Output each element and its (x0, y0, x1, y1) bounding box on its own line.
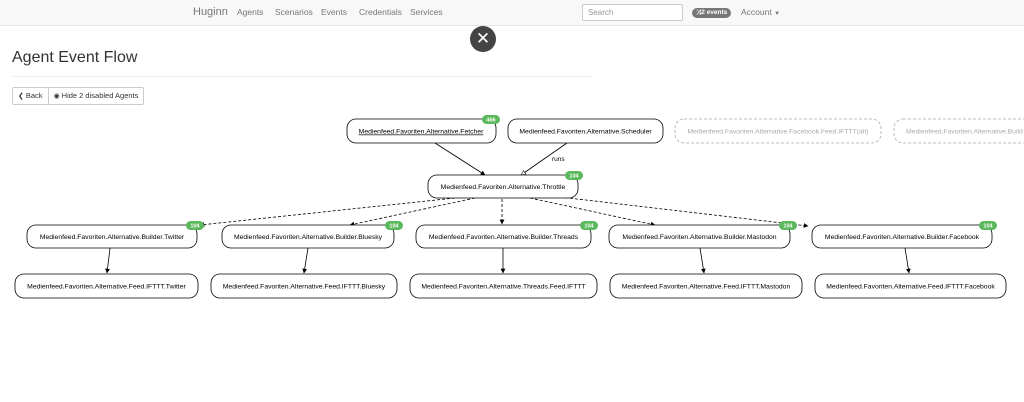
caret-down-icon: ▼ (774, 11, 781, 17)
search-input[interactable] (582, 4, 683, 21)
agent-node-label: Medienfeed.Favoriten.Alternative.Feed.IF… (223, 284, 386, 291)
event-count-badge-text: 104 (783, 224, 793, 230)
agent-node-feed-mastodon[interactable]: Medienfeed.Favoriten.Alternative.Feed.IF… (609, 273, 803, 299)
edge-label-runs: runs (552, 156, 565, 163)
agent-node-label: Medienfeed.Favoriten.Alternative.Builder… (825, 234, 980, 241)
hide-disabled-label: Hide 2 disabled Agents (61, 91, 139, 100)
nav-credentials[interactable]: Credentials (359, 7, 402, 17)
edge-builder-facebook-feed (904, 247, 911, 274)
agent-node-builder-facebook[interactable]: Medienfeed.Favoriten.Alternative.Builder… (811, 221, 997, 249)
shuffle-icon: ⤨ (696, 9, 702, 16)
event-count-badge-text: 104 (983, 224, 993, 230)
agent-node-label: Medienfeed.Favoriten.Alternative.Builder… (429, 234, 579, 241)
agent-node-scheduler[interactable]: Medienfeed.Favoriten.Alternative.Schedul… (507, 118, 664, 144)
event-count-badge (482, 115, 500, 124)
agent-node-label: Medienfeed.Favoriten.Alternative.Threads… (421, 284, 585, 291)
agent-node-builder-cut[interactable]: Medienfeed.Favoriten.Alternative.Build (893, 118, 1024, 144)
edge-builder-mastodon-feed (699, 247, 706, 274)
agent-node-throttle[interactable]: Medienfeed.Favoriten.Alternative.Throttl… (427, 171, 583, 199)
agent-node-feed-twitter[interactable]: Medienfeed.Favoriten.Alternative.Feed.IF… (14, 273, 199, 299)
event-count-badge-text: 104 (389, 224, 399, 230)
event-count-badge-text: 104 (569, 174, 579, 180)
agent-node-fetcher[interactable]: Medienfeed.Favoriten.Alternative.Fetcher… (346, 115, 500, 144)
agent-node-builder-threads[interactable]: Medienfeed.Favoriten.Alternative.Builder… (415, 221, 598, 249)
event-count-badge (385, 221, 403, 230)
eye-slash-icon: ◉ (53, 93, 60, 100)
nav-events[interactable]: Events (321, 7, 347, 17)
hide-disabled-button[interactable]: ◉Hide 2 disabled Agents (47, 87, 145, 105)
divider (12, 76, 592, 77)
brand-logo[interactable]: Huginn (193, 6, 228, 18)
edge-throttle-builder-bluesky (349, 197, 476, 227)
agent-node-builder-twitter[interactable]: Medienfeed.Favoriten.Alternative.Builder… (26, 221, 204, 249)
account-label: Account (741, 7, 772, 17)
edge-throttle-builder-mastodon (529, 197, 656, 227)
nav-services[interactable]: Services (410, 7, 443, 17)
chevron-left-icon: ❮ (18, 93, 24, 100)
navbar: Huginn Agents Scenarios Events Credentia… (0, 0, 1024, 26)
agent-node-label: Medienfeed.Favoriten.Alternative.Build (906, 129, 1023, 136)
event-count-badge-text: 104 (584, 224, 594, 230)
back-button-label: Back (25, 91, 43, 100)
action-buttons: ❮Back ◉Hide 2 disabled Agents (12, 87, 145, 105)
agent-node-label: Medienfeed.Favoriten.Alternative.Builder… (234, 234, 383, 241)
agent-node-builder-mastodon[interactable]: Medienfeed.Favoriten.Alternative.Builder… (608, 221, 797, 249)
event-count-badge (779, 221, 797, 230)
agent-node-feed-bluesky[interactable]: Medienfeed.Favoriten.Alternative.Feed.IF… (210, 273, 398, 299)
account-menu[interactable]: Account ▼ (741, 7, 780, 17)
nav-scenarios[interactable]: Scenarios (275, 7, 313, 17)
edge-throttle-builder-twitter (199, 197, 456, 227)
event-count-badge (580, 221, 598, 230)
back-button[interactable]: ❮Back (12, 87, 48, 105)
close-icon[interactable]: ✕ (470, 26, 496, 52)
events-badge[interactable]: ⤨2 events (692, 8, 732, 18)
agent-node-label: Medienfeed.Favoriten.Alternative.Feed.IF… (622, 284, 791, 291)
agent-node-label: Medienfeed.Favoriten.Alternative.Feed.IF… (27, 284, 186, 291)
event-count-badge (186, 221, 204, 230)
event-count-badge (565, 171, 583, 180)
agent-node-builder-bluesky[interactable]: Medienfeed.Favoriten.Alternative.Builder… (221, 221, 403, 249)
agent-node-label: Medienfeed.Favoriten.Alternative.Schedul… (519, 129, 652, 136)
event-count-badge-text: 466 (486, 118, 495, 124)
nav-agents[interactable]: Agents (237, 7, 264, 17)
agent-node-label: Medienfeed.Favoriten.Alternative.Fetcher (359, 129, 484, 136)
edge-builder-bluesky-feed (302, 247, 309, 274)
agent-node-feed-threads[interactable]: Medienfeed.Favoriten.Alternative.Threads… (409, 273, 598, 299)
event-count-badge (979, 221, 997, 230)
agent-node-label: Medienfeed.Favoriten.Alternative.Builder… (40, 234, 185, 241)
events-badge-label: 2 events (701, 9, 728, 16)
agent-node-feed-facebook[interactable]: Medienfeed.Favoriten.Alternative.Feed.IF… (814, 273, 1007, 299)
edge-fetcher-throttle (434, 142, 486, 176)
edge-throttle-builder-facebook (559, 196, 809, 228)
edge-builder-twitter-feed (105, 247, 111, 274)
agent-node-label: Medienfeed.Favoriten.Alternative.Throttl… (441, 184, 566, 191)
page-title: Agent Event Flow (12, 49, 138, 66)
edge-scheduler-throttle (521, 142, 568, 175)
event-count-badge-text: 104 (190, 224, 200, 230)
agent-node-facebook-feed-alt[interactable]: Medienfeed.Favoriten.Alternative.Faceboo… (674, 118, 882, 144)
agent-node-label: Medienfeed.Favoriten.Alternative.Builder… (622, 234, 776, 241)
agent-node-label: Medienfeed.Favoriten.Alternative.Feed.IF… (826, 284, 995, 291)
agent-node-label: Medienfeed.Favoriten.Alternative.Faceboo… (688, 129, 869, 136)
